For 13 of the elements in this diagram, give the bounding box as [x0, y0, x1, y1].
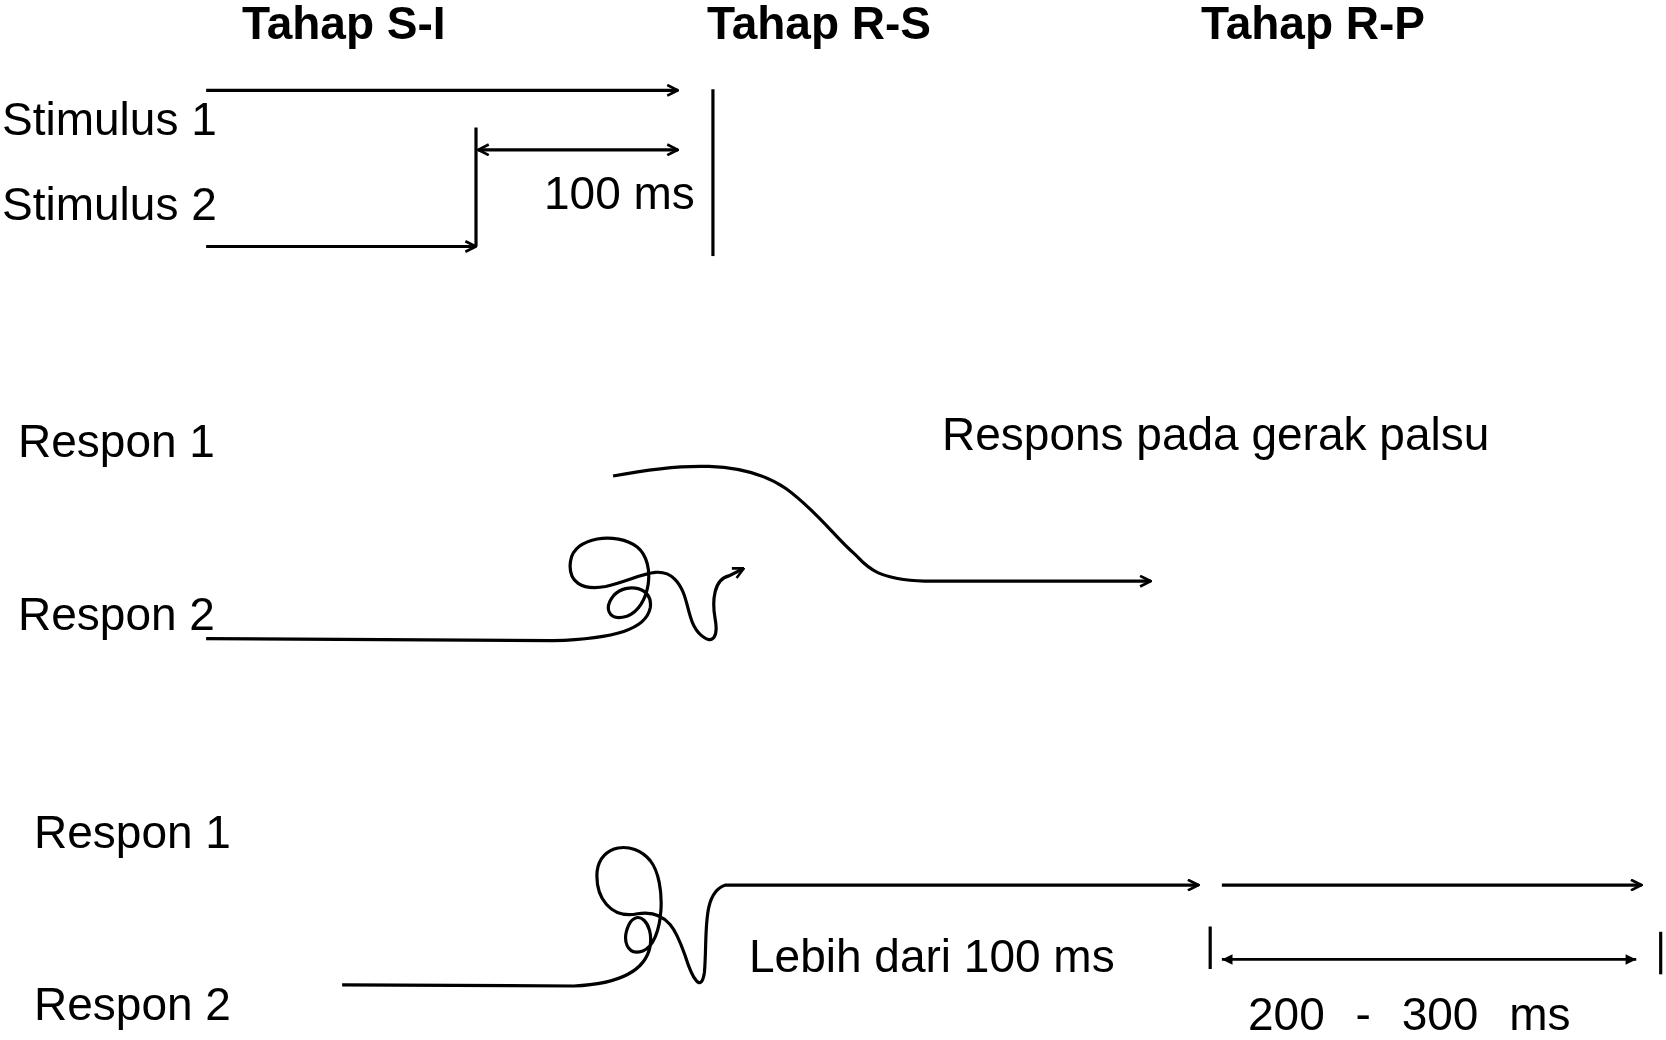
duration-label: 200 - 300 ms: [1248, 990, 1571, 1038]
stage-heading: Tahap R-S: [707, 0, 932, 47]
stimulus-label: Stimulus 1: [2, 95, 217, 143]
note: Respons pada gerak palsu: [942, 410, 1490, 458]
stimulus-label: Stimulus 2: [2, 180, 217, 228]
duration-label: 100 ms: [544, 169, 695, 217]
duration-label: Lebih dari 100 ms: [749, 932, 1115, 980]
response-label: Respon 2: [34, 980, 231, 1028]
stage-heading: Tahap S-I: [242, 0, 446, 47]
response-label: Respon 2: [18, 590, 215, 638]
stage-heading: Tahap R-P: [1201, 0, 1426, 47]
response-label: Respon 1: [18, 417, 215, 465]
response-label: Respon 1: [34, 808, 231, 856]
